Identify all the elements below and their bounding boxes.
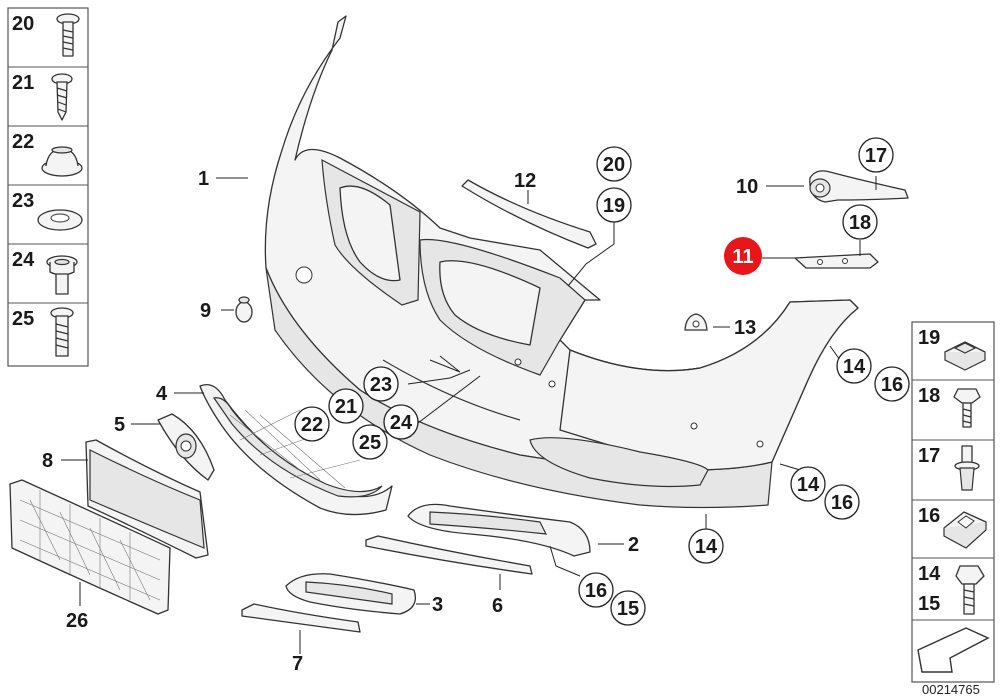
callout-15-circle: 15 [617, 598, 639, 620]
cap-22-icon [41, 146, 83, 177]
callout-17-circle: 17 [865, 145, 887, 167]
grommet-9-icon [235, 296, 253, 323]
callout-12: 12 [514, 170, 536, 192]
callout-19-circle: 19 [603, 195, 625, 217]
lower-grille-4 [199, 383, 393, 516]
collar-screw-18-icon [953, 388, 981, 428]
license-bracket-26 [9, 479, 171, 615]
license-plate-holder-8 [85, 439, 209, 559]
callout-16-circle-c: 16 [585, 580, 607, 602]
spring-nut-16-icon [943, 511, 987, 549]
right-label-16: 16 [918, 505, 940, 527]
callout-10: 10 [736, 176, 758, 198]
trim-strip-7 [241, 603, 361, 633]
callout-7: 7 [292, 653, 303, 675]
callout-21-circle: 21 [335, 396, 357, 418]
plain-callouts: 1 2 3 4 5 6 7 8 9 10 12 13 26 [42, 168, 758, 675]
diagram-reference-number: 00214765 [922, 682, 980, 697]
callout-14-circle-a: 14 [843, 356, 866, 378]
orientation-arrow-icon [917, 627, 990, 673]
callout-16-circle-a: 16 [881, 374, 903, 396]
right-fastener-panel: 19 18 17 16 14 15 [911, 321, 995, 683]
clip-13-icon [684, 313, 708, 331]
left-label-21: 21 [12, 72, 34, 94]
callout-1: 1 [198, 168, 209, 190]
callout-9: 9 [200, 300, 211, 322]
callout-22-circle: 22 [301, 414, 323, 436]
callout-11-highlight[interactable] [724, 237, 762, 275]
washer-23-icon [37, 209, 83, 231]
callout-20-circle: 20 [603, 154, 625, 176]
callout-14-circle-b: 14 [797, 474, 820, 496]
hex-screw-14-15-icon [955, 565, 985, 615]
callout-24-circle: 24 [390, 412, 413, 434]
callout-13: 13 [734, 317, 756, 339]
right-label-14: 14 [918, 563, 941, 585]
leader-lines [61, 176, 877, 654]
clip-nut-19-icon [944, 341, 986, 371]
callout-16-circle-b: 16 [831, 492, 853, 514]
callout-5: 5 [114, 414, 125, 436]
rivet-24-icon [46, 255, 78, 295]
left-label-24: 24 [12, 249, 35, 271]
callout-26: 26 [66, 610, 88, 632]
bracket-10 [809, 170, 909, 203]
callout-4: 4 [156, 383, 168, 405]
tow-hook-cover-5 [157, 413, 215, 481]
callout-8: 8 [42, 450, 53, 472]
right-label-17: 17 [918, 445, 940, 467]
screw-21-icon [51, 73, 73, 121]
callout-25-circle: 25 [359, 432, 381, 454]
support-bracket-11 [794, 253, 879, 269]
left-label-25: 25 [12, 308, 34, 330]
left-label-22: 22 [12, 131, 34, 153]
callout-18-circle: 18 [849, 212, 871, 234]
right-label-18: 18 [918, 385, 940, 407]
callout-23-circle: 23 [370, 374, 392, 396]
left-label-20: 20 [12, 13, 34, 35]
callout-14-circle-c: 14 [695, 536, 718, 558]
screw-25-icon [50, 307, 74, 357]
callout-3: 3 [432, 594, 443, 616]
fog-light-grille-2 [407, 503, 591, 557]
stud-17-icon [954, 445, 980, 491]
callout-6: 6 [492, 595, 503, 617]
upper-trim-strip-12 [461, 179, 597, 249]
circled-callouts: 20 19 17 18 11 14 16 14 16 14 16 15 23 2… [294, 137, 910, 626]
trim-strip-6 [365, 535, 533, 575]
fog-light-grille-3 [285, 573, 417, 615]
right-label-19: 19 [918, 327, 940, 349]
left-label-23: 23 [12, 190, 34, 212]
bumper-cover [264, 15, 859, 509]
callout-2: 2 [628, 534, 639, 556]
screw-20-icon [56, 13, 80, 57]
callout-11: 11 [732, 246, 753, 268]
left-fastener-panel: 20 21 22 23 24 25 [7, 7, 89, 367]
right-label-15: 15 [918, 593, 940, 615]
